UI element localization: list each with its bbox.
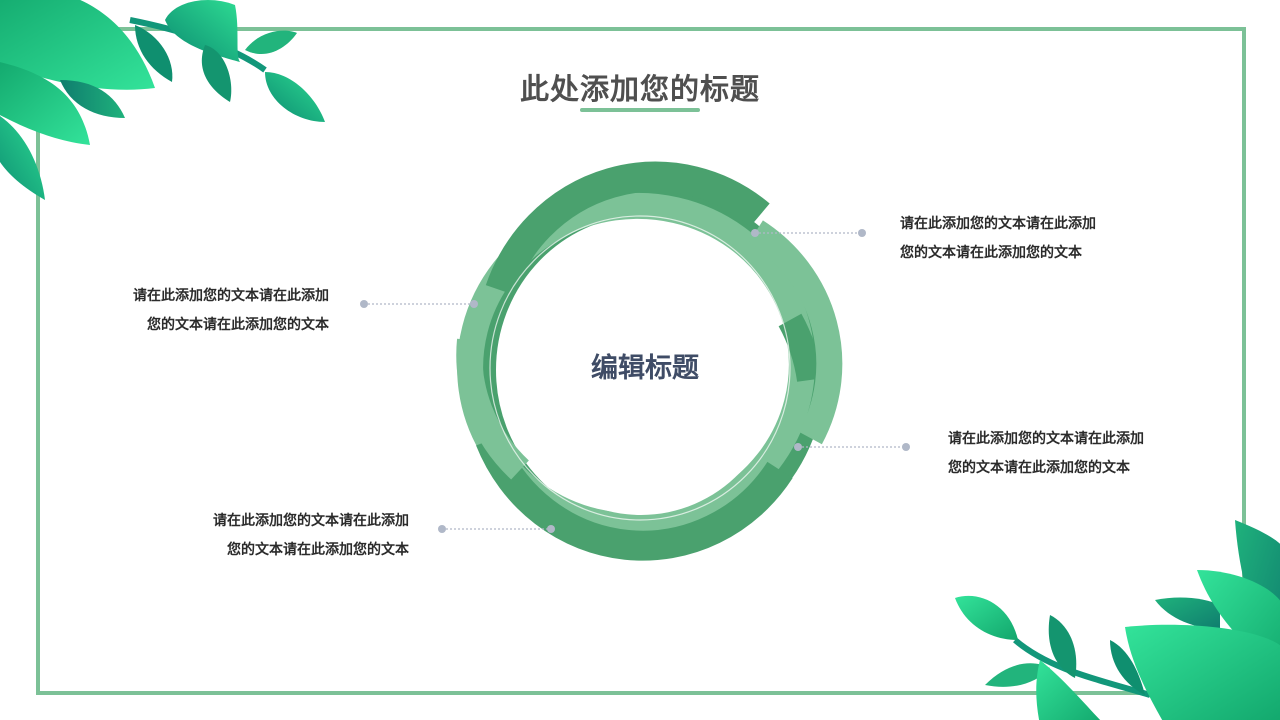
text-block-top-right: 请在此添加您的文本请在此添加 您的文本请在此添加您的文本 (900, 210, 1096, 268)
text-line: 您的文本请在此添加您的文本 (948, 460, 1130, 476)
text-line: 您的文本请在此添加您的文本 (900, 245, 1082, 261)
text-line: 请在此添加您的文本请在此添加 (900, 216, 1096, 232)
title-underline (580, 108, 700, 112)
connector-dot (751, 229, 759, 237)
text-line: 您的文本请在此添加您的文本 (147, 317, 329, 333)
text-line: 请在此添加您的文本请在此添加 (133, 288, 329, 304)
page-title: 此处添加您的标题 (519, 72, 760, 106)
text-line: 您的文本请在此添加您的文本 (227, 542, 409, 558)
text-block-right-lower: 请在此添加您的文本请在此添加 您的文本请在此添加您的文本 (948, 425, 1144, 483)
leaf-decoration-top-left-icon (0, 0, 325, 200)
leaf-decoration-bottom-right-icon (955, 520, 1280, 720)
center-title: 编辑标题 (591, 353, 699, 384)
slide-frame (36, 27, 1246, 695)
text-block-left-upper: 请在此添加您的文本请在此添加 您的文本请在此添加您的文本 (100, 282, 329, 340)
text-line: 请在此添加您的文本请在此添加 (213, 513, 409, 529)
text-line: 请在此添加您的文本请在此添加 (948, 431, 1144, 447)
text-block-bottom-left: 请在此添加您的文本请在此添加 您的文本请在此添加您的文本 (180, 507, 409, 565)
